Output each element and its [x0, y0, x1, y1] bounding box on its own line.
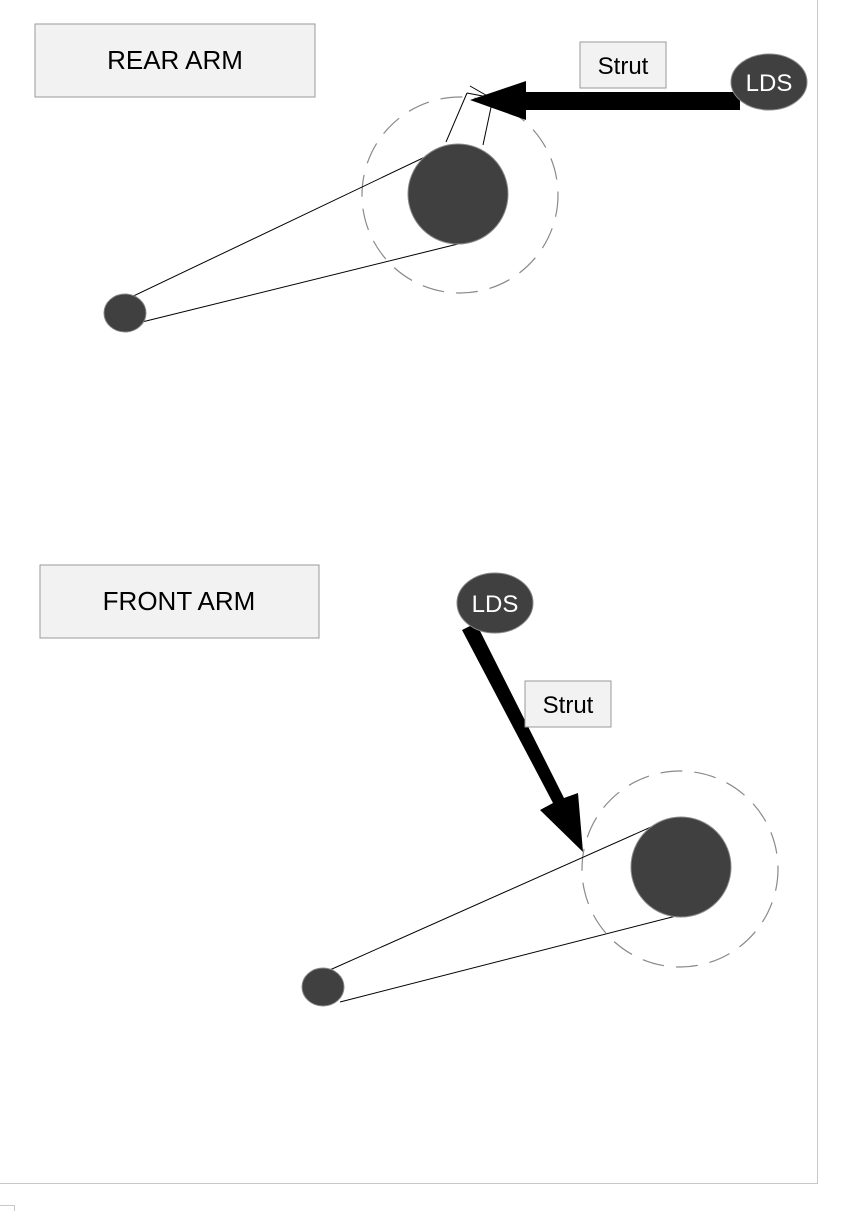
- rear-hub-node: [407, 143, 509, 245]
- rear-lds-label: LDS: [746, 70, 793, 97]
- rear-arm-title-box: [34, 23, 316, 98]
- rear-lds-node: [730, 53, 808, 111]
- rear-strut-arrow: [470, 81, 740, 120]
- rear-strut-label: Strut: [598, 53, 649, 80]
- rear-arm-upper-line: [124, 146, 447, 301]
- rear-arm-group: REAR ARM Strut LDS: [34, 23, 808, 333]
- front-arm-lower-line: [339, 914, 681, 1003]
- front-strut-arrow: [462, 623, 583, 852]
- rear-pivot-node: [103, 293, 147, 333]
- front-strut-label-box: [524, 680, 612, 728]
- rear-arm-lower-line: [141, 241, 467, 323]
- front-dashed-circle: [581, 770, 779, 968]
- front-lds-node: [456, 572, 534, 634]
- front-arm-title-box: [39, 564, 320, 639]
- front-lds-label: LDS: [472, 591, 519, 618]
- front-arm-upper-line: [322, 822, 661, 974]
- front-arm-title: FRONT ARM: [103, 586, 256, 616]
- page-corner-mark: [0, 1205, 15, 1211]
- rear-arm-title: REAR ARM: [107, 45, 243, 75]
- rear-strut-label-box: [579, 41, 667, 89]
- rear-dashed-circle: [361, 96, 559, 294]
- front-pivot-node: [301, 967, 345, 1007]
- front-arm-group: FRONT ARM Strut LDS: [39, 564, 779, 1007]
- front-strut-label: Strut: [543, 692, 594, 719]
- rear-strut-link-left: [445, 92, 468, 143]
- front-hub-node: [630, 816, 732, 918]
